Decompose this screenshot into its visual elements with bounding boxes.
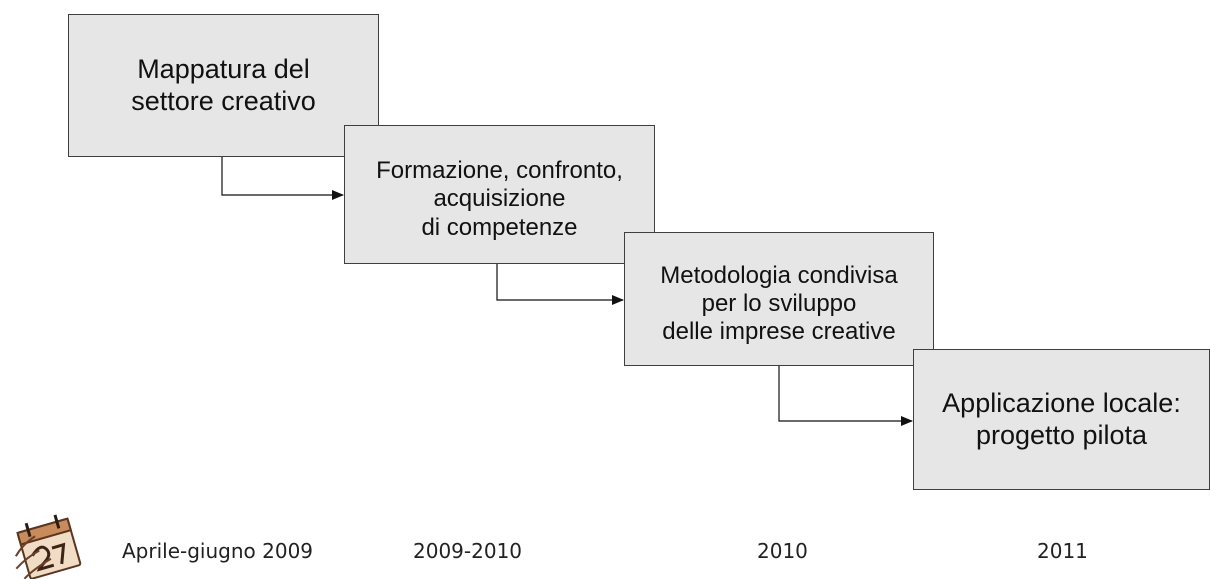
- step-box-metodologia: Metodologia condivisa per lo sviluppo de…: [624, 232, 934, 366]
- timeline-label-4: 2011: [1037, 539, 1088, 563]
- step-box-mappatura: Mappatura del settore creativo: [68, 14, 379, 157]
- step-label: Mappatura del settore creativo: [131, 53, 316, 116]
- arrow-step-1-to-2: [221, 157, 344, 200]
- timeline-label-3: 2010: [757, 539, 808, 563]
- timeline-label-2: 2009-2010: [413, 539, 523, 563]
- step-box-formazione: Formazione, confronto, acquisizione di c…: [344, 125, 655, 264]
- timeline-label-1: Aprile-giugno 2009: [122, 539, 314, 563]
- calendar-icon: [14, 514, 82, 579]
- step-label: Formazione, confronto, acquisizione di c…: [376, 157, 623, 241]
- step-label: Applicazione locale: progetto pilota: [942, 387, 1181, 450]
- step-label: Metodologia condivisa per lo sviluppo de…: [660, 261, 898, 346]
- step-box-applicazione: Applicazione locale: progetto pilota: [913, 349, 1210, 490]
- arrow-step-2-to-3: [496, 264, 624, 305]
- arrow-step-3-to-4: [778, 366, 913, 426]
